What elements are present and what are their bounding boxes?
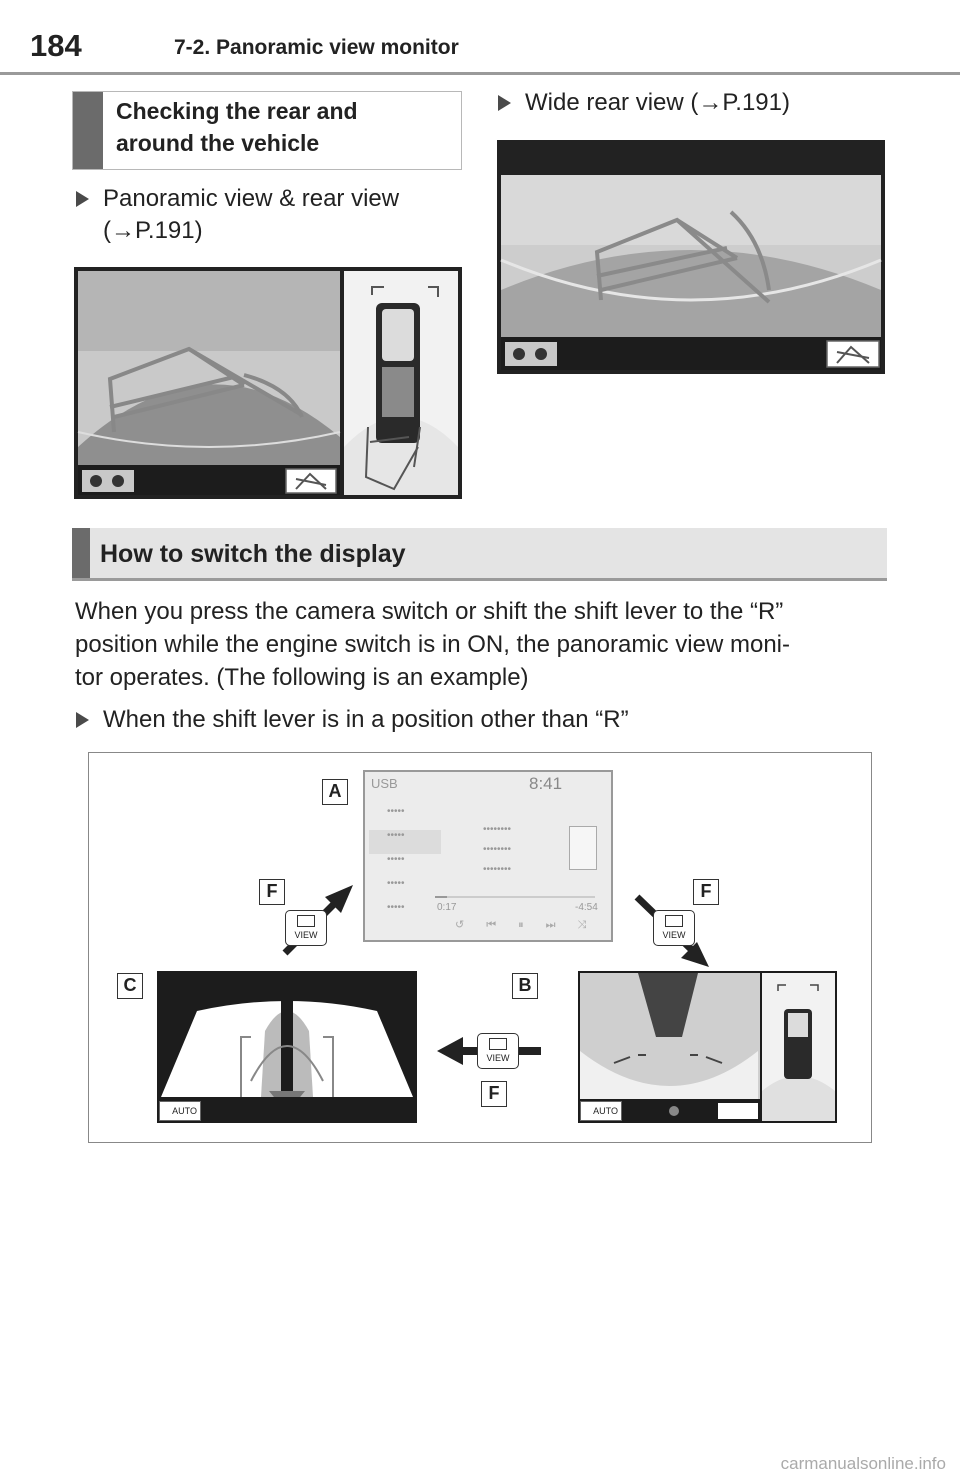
panoramic-rear-view-drawing [77,271,458,495]
wide-rear-view-image [497,140,885,374]
bullet-panoramic-rear: Panoramic view & rear view [75,182,400,215]
view-button-label: VIEW [294,930,318,940]
heading-how-to-switch-text: How to switch the display [100,540,406,568]
view-button-label: VIEW [662,930,686,940]
camera-icon [489,1038,507,1050]
auto-indicator: AUTO [159,1101,201,1121]
paragraph-line-3: tor operates. (The following is an examp… [75,664,529,691]
bullet-shift-lever: When the shift lever is in a position ot… [76,703,629,736]
heading-line-1: Checking the rear and [116,98,358,124]
track-line: •••••••• [483,864,512,875]
time-remaining: -4:54 [575,902,598,913]
playback-controls: ↺⏮⏸⏭⤨ [455,919,609,931]
footer-watermark: carmanualsonline.info [780,1454,946,1473]
audio-clock: 8:41 [529,774,563,793]
audio-menu-item: ••••• [387,878,405,889]
auto-indicator: AUTO [580,1101,622,1121]
auto-label: AUTO [593,1106,618,1116]
section-title: 7-2. Panoramic view monitor [174,36,459,59]
auto-label: AUTO [172,1106,197,1116]
bullet-panoramic-line2: (→P.191) [103,217,203,244]
label-c: C [117,973,143,999]
front-view-drawing [161,997,413,1119]
bullet-wide-rear: Wide rear view (→P.191) [498,86,790,119]
heading-bar [72,528,90,578]
audio-track-info: •••••••• •••••••• •••••••• [483,824,511,884]
track-line: •••••••• [483,824,512,835]
camera-icon [297,915,315,927]
screen-b-panoramic-view: AUTO [578,971,837,1123]
label-f-right: F [693,879,719,905]
page-number: 184 [30,28,82,63]
label-f-bottom: F [481,1081,507,1107]
view-button-right[interactable]: VIEW [653,910,695,946]
camera-icon [665,915,683,927]
audio-menu-item: ••••• [387,854,405,865]
usb-icon [569,826,597,870]
label-f-left: F [259,879,285,905]
audio-menu-item: ••••• [369,830,441,854]
view-button-label: VIEW [486,1053,510,1063]
progress-fill [435,896,447,898]
panoramic-view-drawing [580,973,835,1121]
time-elapsed: 0:17 [437,902,457,913]
heading-bar [73,92,103,169]
audio-source: USB [371,776,398,791]
label-b: B [512,973,538,999]
progress-bar [435,896,595,898]
view-button-left[interactable]: VIEW [285,910,327,946]
track-line: •••••••• [483,844,512,855]
audio-menu: ••••• ••••• ••••• ••••• ••••• [369,806,441,926]
screen-c-front-view: AUTO [157,971,417,1123]
bullet-panoramic-line1: Panoramic view & rear view [103,185,400,212]
paragraph-line-2: position while the engine switch is in O… [75,631,790,658]
heading-line-2: around the vehicle [116,130,320,156]
panoramic-rear-view-image [74,267,462,499]
paragraph-line-1: When you press the camera switch or shif… [75,598,784,625]
audio-screen: USB 8:41 ••••• ••••• ••••• ••••• ••••• •… [363,770,613,942]
audio-menu-item: ••••• [387,902,405,913]
wide-rear-view-drawing [500,175,882,370]
switch-display-diagram: USB 8:41 ••••• ••••• ••••• ••••• ••••• •… [88,752,872,1143]
heading-how-to-switch: How to switch the display [72,528,887,581]
heading-checking-rear: Checking the rear and around the vehicle [72,91,462,170]
view-button-bottom[interactable]: VIEW [477,1033,519,1069]
audio-menu-item: ••••• [387,806,405,817]
header-rule [0,72,960,75]
label-a: A [322,779,348,805]
